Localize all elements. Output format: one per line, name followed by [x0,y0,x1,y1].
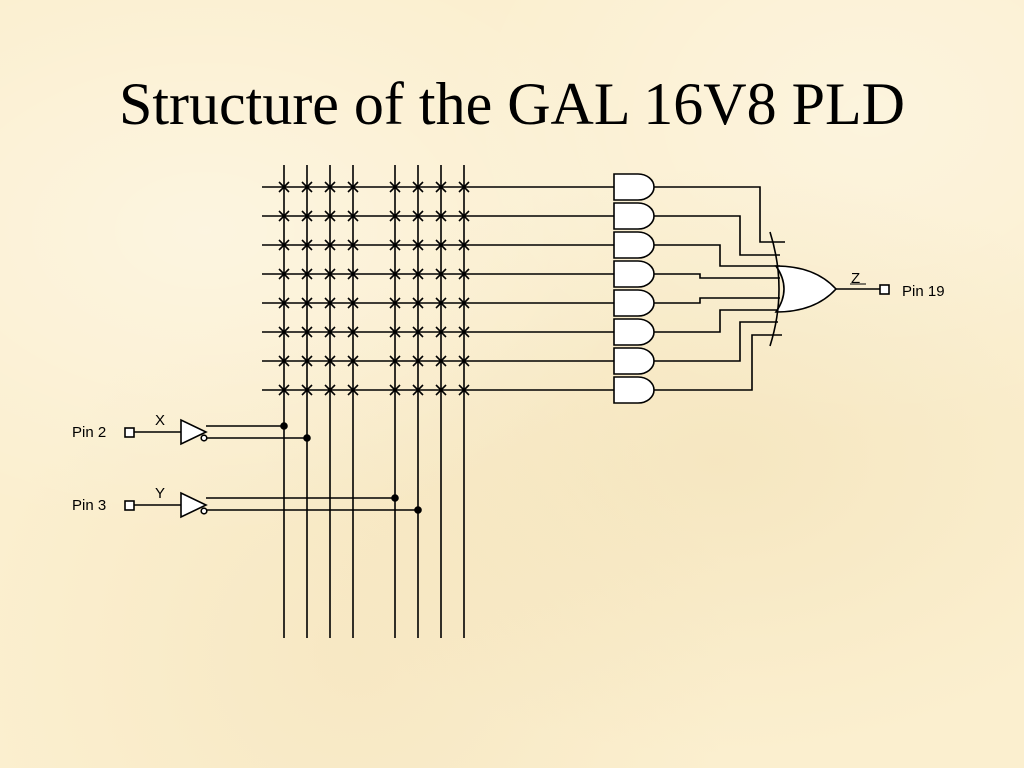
fuse-x-mark [278,297,290,309]
fuse-x-mark [324,181,336,193]
fuse-x-mark [412,181,424,193]
fuse-x-mark [389,268,401,280]
and-gate-array [613,173,655,404]
fuse-x-mark [278,210,290,222]
fuse-x-mark [435,239,447,251]
fuse-x-mark [324,355,336,367]
slide-title: Structure of the GAL 16V8 PLD [119,71,905,137]
input-y-buffer: Pin 3 Y [72,485,422,519]
input-pin3-label: Pin 3 [72,497,106,514]
fuse-x-mark [435,210,447,222]
fuse-x-mark [458,326,470,338]
pin19-terminal [879,284,890,295]
or-gate [769,231,838,347]
fuse-x-mark [458,355,470,367]
and-gate [613,376,655,404]
fuse-x-mark [347,268,359,280]
and-gate [613,173,655,201]
fuse-x-mark [458,239,470,251]
fuse-x-mark [412,239,424,251]
fuse-x-mark [347,239,359,251]
fuse-x-mark [389,326,401,338]
fuse-x-mark [458,268,470,280]
fuse-x-mark [324,210,336,222]
fuse-x-mark [389,355,401,367]
fuse-x-mark [324,326,336,338]
fuse-x-mark [435,297,447,309]
fuse-x-mark [435,326,447,338]
input-x-buffer: Pin 2 X [72,412,311,446]
fuse-x-mark [278,181,290,193]
fuse-x-mark [412,355,424,367]
fuse-x-mark [412,384,424,396]
input-x-signal-label: X [155,412,165,429]
fuse-x-mark [389,210,401,222]
fuse-x-mark [458,210,470,222]
input-column-lines [283,165,465,638]
output-pin-label: Pin 19 [902,283,945,300]
fuse-x-mark [435,181,447,193]
fuse-x-mark [324,239,336,251]
pin3-terminal [124,500,135,511]
fuse-x-mark [347,297,359,309]
and-to-or-wires [654,186,785,391]
fuse-x-mark [435,355,447,367]
fuse-x-mark [324,384,336,396]
fuse-x-mark [301,297,313,309]
fuse-x-mark [324,297,336,309]
fuse-x-mark [412,297,424,309]
fuse-crosspoints [278,181,470,396]
fuse-x-mark [301,210,313,222]
and-gate [613,231,655,259]
fuse-x-mark [347,384,359,396]
fuse-x-mark [301,239,313,251]
fuse-x-mark [278,384,290,396]
fuse-x-mark [389,384,401,396]
fuse-x-mark [435,268,447,280]
fuse-x-mark [301,326,313,338]
fuse-x-mark [347,355,359,367]
fuse-x-mark [347,181,359,193]
and-gate [613,347,655,375]
input-pin2-label: Pin 2 [72,424,106,441]
fuse-x-mark [458,384,470,396]
fuse-x-mark [389,239,401,251]
fuse-x-mark [458,181,470,193]
fuse-x-mark [389,297,401,309]
fuse-x-mark [412,268,424,280]
fuse-x-mark [435,384,447,396]
pin2-terminal [124,427,135,438]
fuse-x-mark [278,239,290,251]
fuse-x-mark [301,384,313,396]
and-gate [613,260,655,288]
fuse-x-mark [324,268,336,280]
and-gate [613,202,655,230]
fuse-x-mark [301,355,313,367]
fuse-x-mark [278,326,290,338]
fuse-x-mark [278,355,290,367]
and-gate [613,318,655,346]
fuse-x-mark [412,210,424,222]
fuse-x-mark [458,297,470,309]
fuse-x-mark [389,181,401,193]
fuse-x-mark [347,210,359,222]
product-term-lines [262,186,614,391]
and-gate [613,289,655,317]
fuse-x-mark [301,268,313,280]
output-signal-label: Z [851,270,860,287]
input-y-signal-label: Y [155,485,165,502]
fuse-x-mark [412,326,424,338]
fuse-x-mark [278,268,290,280]
fuse-x-mark [301,181,313,193]
fuse-x-mark [347,326,359,338]
